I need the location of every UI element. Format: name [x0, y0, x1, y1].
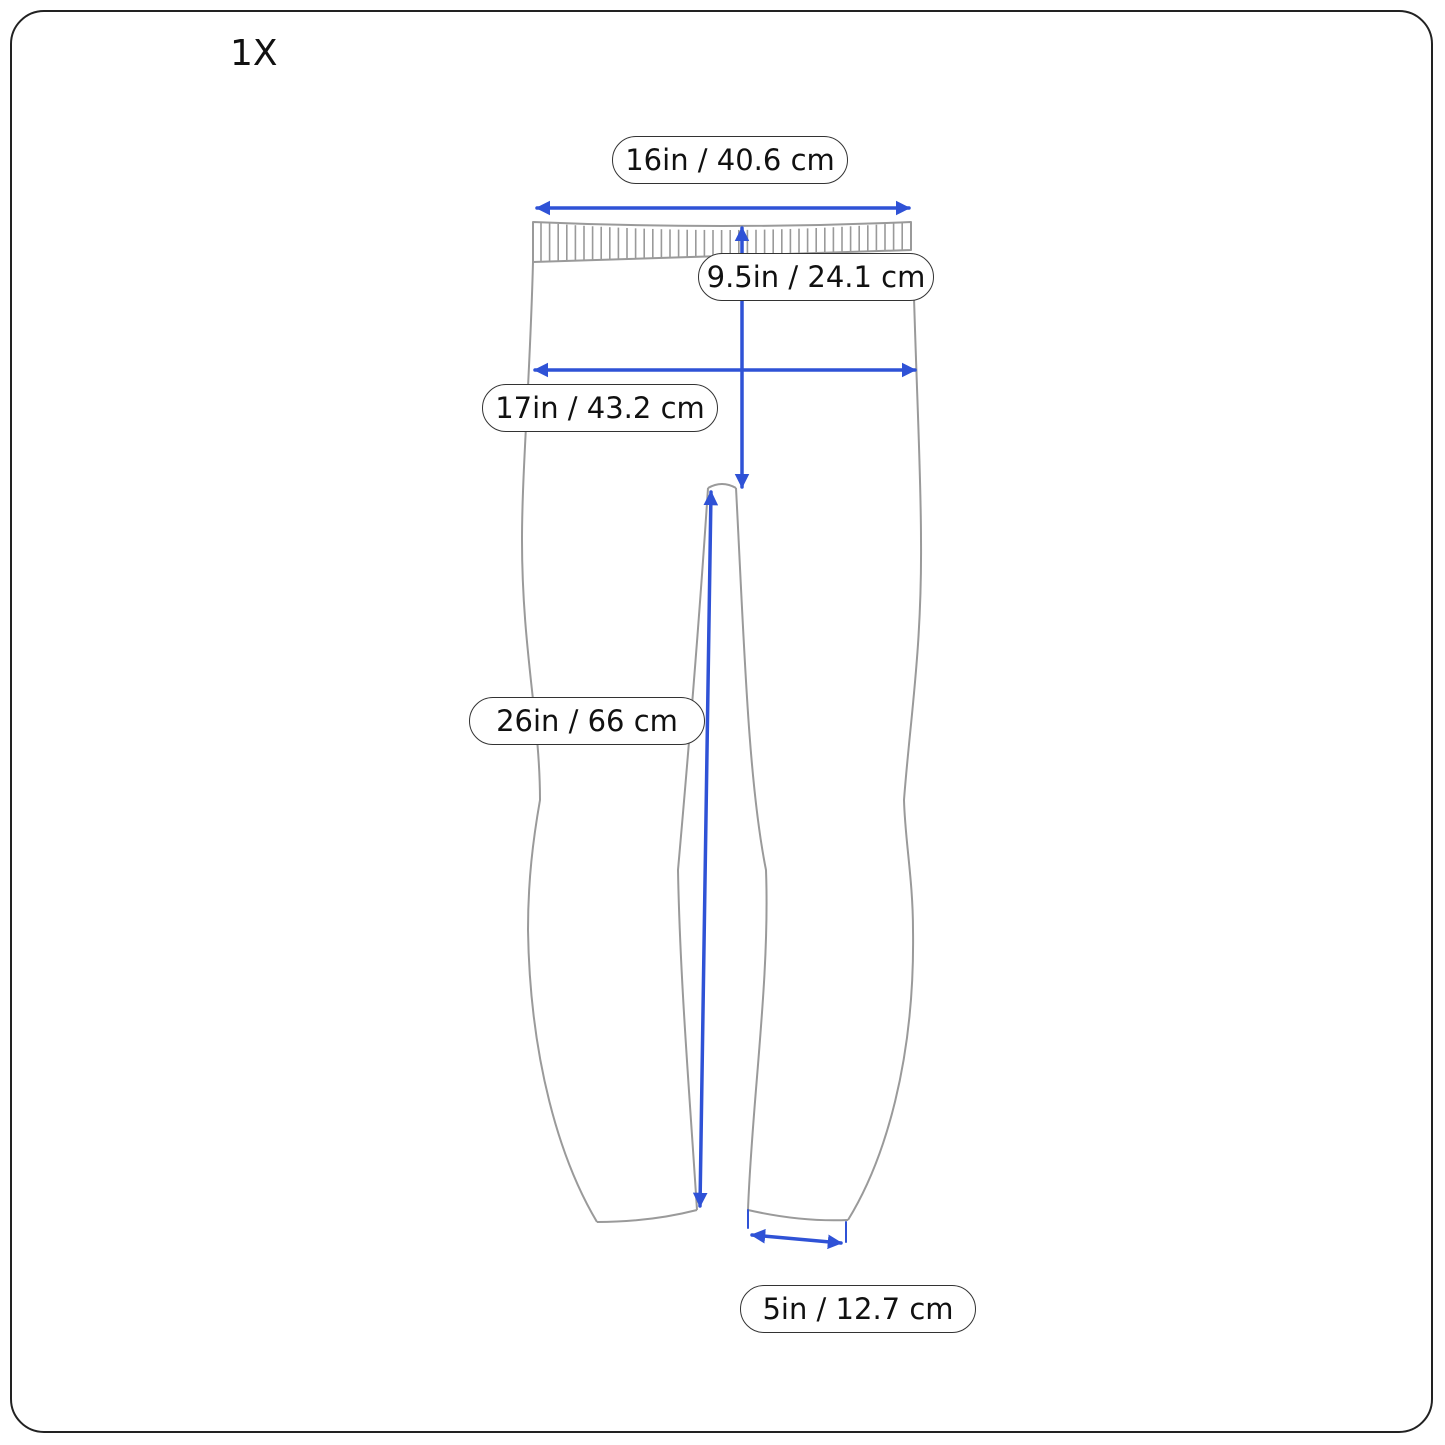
right-leg-hem: [747, 1209, 849, 1222]
waist-width-label: 16in / 40.6 cm: [612, 136, 848, 184]
crotch: [707, 483, 737, 489]
waistband-ribbing: [540, 222, 904, 262]
size-label: 1X: [230, 33, 278, 74]
hip-width-label: 17in / 43.2 cm: [482, 384, 718, 432]
left-leg-hem: [596, 1209, 698, 1223]
waistband: [532, 221, 912, 263]
left-leg-inner: [677, 487, 709, 1211]
leg-opening-arrow: [750, 1228, 843, 1250]
leg-opening-label: 5in / 12.7 cm: [740, 1285, 976, 1333]
diagram-frame: [10, 10, 1433, 1433]
rise-label: 9.5in / 24.1 cm: [698, 253, 934, 301]
inseam-arrow: [692, 490, 719, 1208]
right-leg-outer: [847, 261, 923, 1221]
left-leg-outer: [521, 261, 598, 1223]
inseam-label: 26in / 66 cm: [469, 697, 705, 745]
right-leg-inner: [735, 487, 768, 1211]
leggings-outline: [521, 221, 923, 1223]
